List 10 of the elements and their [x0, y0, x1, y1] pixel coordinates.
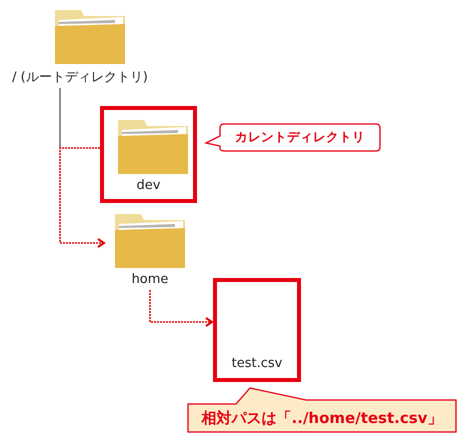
folder-name: / (ルートディレクトリ) [12, 69, 148, 86]
highlight-frame [213, 278, 301, 382]
arrow [59, 147, 105, 248]
callout-text: 相対パスは「../home/test.csv」 [202, 408, 442, 428]
folder-name: home [132, 272, 168, 287]
highlight-frame [100, 106, 197, 203]
arrow [149, 290, 213, 327]
callout-text: カレントディレクトリ [235, 129, 365, 146]
file-name: test.csv [232, 356, 282, 371]
folder-name: dev [136, 178, 160, 193]
